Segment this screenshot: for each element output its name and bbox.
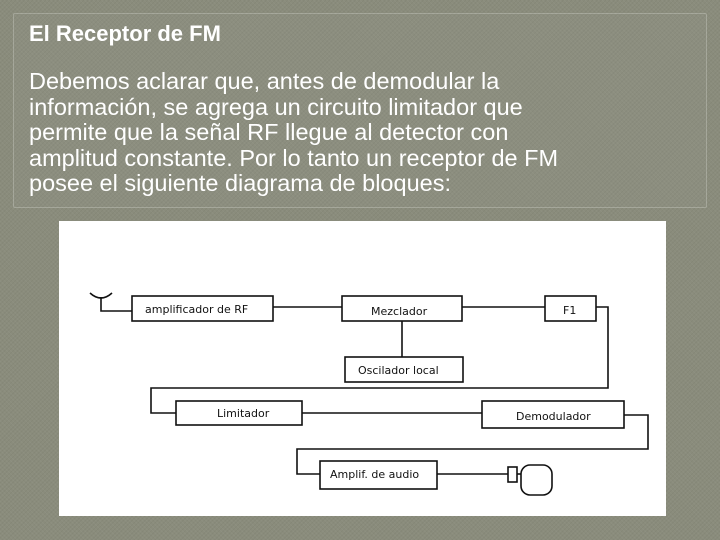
demodulator-block — [481, 400, 625, 429]
fi-label: F1 — [563, 304, 576, 317]
body-line-4: amplitud constante. Por lo tanto un rece… — [29, 144, 559, 171]
text-panel — [13, 13, 707, 208]
local-osc-block — [344, 356, 464, 383]
local-osc-label: Oscilador local — [358, 364, 439, 377]
rf-amp-label: amplificador de RF — [145, 303, 248, 316]
wire-antenna-rf — [100, 297, 132, 312]
limiter-block — [175, 400, 303, 426]
block-diagram-svg: amplificador de RF Mezclador F1 Oscilado… — [89, 292, 649, 496]
speaker-icon — [507, 464, 553, 496]
mixer-label: Mezclador — [371, 305, 428, 318]
limiter-label: Limitador — [217, 407, 270, 420]
rf-amp-block — [131, 295, 274, 322]
block-diagram: amplificador de RF Mezclador F1 Oscilado… — [59, 221, 666, 516]
wire-fi-limiter — [150, 306, 609, 414]
slide-title: El Receptor de FM — [29, 21, 221, 46]
fi-block — [544, 295, 597, 322]
body-line-3: permite que la señal RF llegue al detect… — [29, 119, 509, 145]
audio-amp-label: Amplif. de audio — [330, 468, 419, 481]
wire-demod-audio — [296, 414, 649, 475]
body-line-2: información, se agrega un circuito limit… — [29, 93, 523, 120]
audio-amp-block — [319, 460, 438, 490]
body-line-5: posee el siguiente diagrama de bloques: — [29, 170, 451, 196]
body-line-1: Debemos aclarar que, antes de demodular … — [29, 68, 500, 94]
mixer-block — [341, 295, 463, 322]
slide-body: Debemos aclarar que, antes de demodular … — [29, 68, 709, 197]
demodulator-label: Demodulador — [516, 410, 591, 423]
